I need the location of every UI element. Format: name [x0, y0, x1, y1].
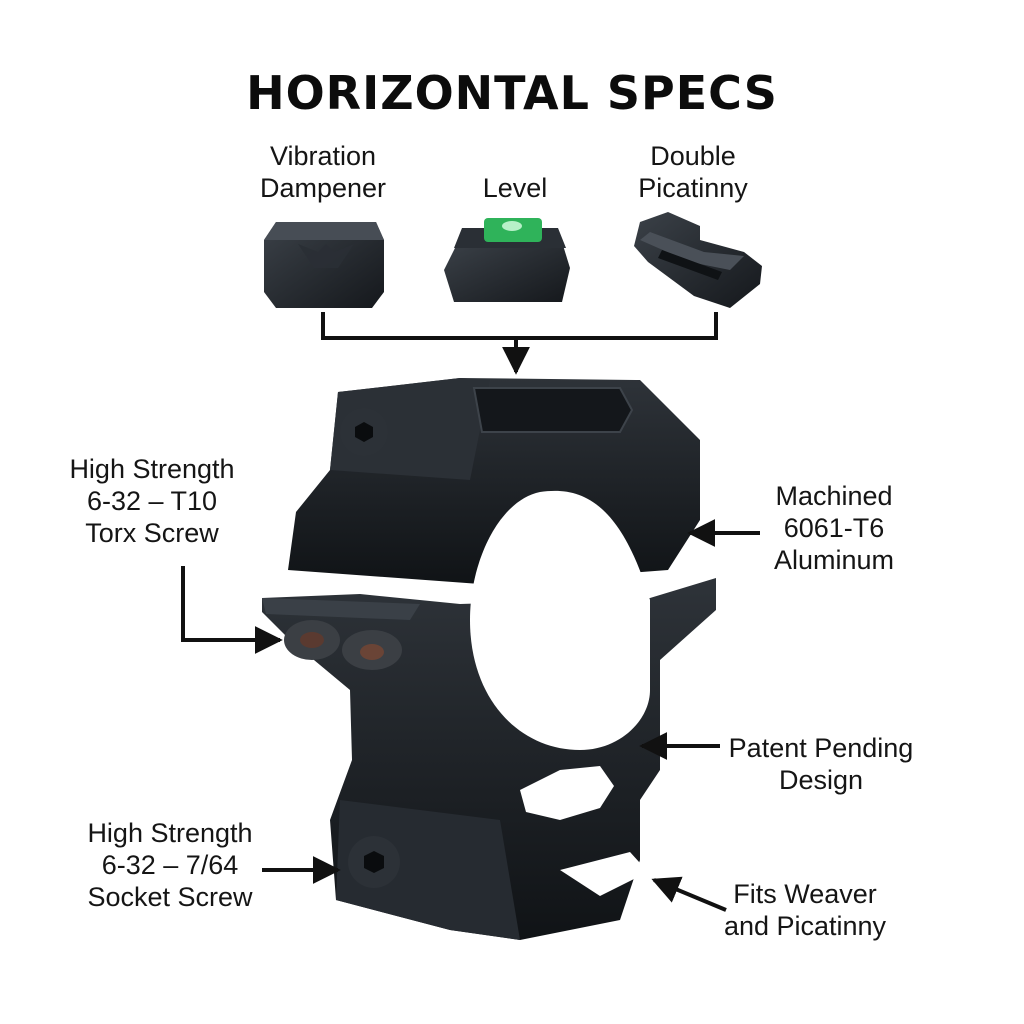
- weaver-arrow: [651, 876, 727, 912]
- torx-arrow: [181, 566, 283, 654]
- page-title: HORIZONTAL SPECS: [246, 66, 778, 120]
- double-picatinny-block: [634, 212, 762, 308]
- level-label: Level: [482, 173, 548, 203]
- top-rail-insert: [472, 387, 634, 433]
- callout-arrows: [181, 519, 760, 912]
- patent-cutout: [520, 766, 614, 820]
- vibration-dampener-block: [264, 222, 384, 308]
- bracket-connector: [321, 312, 718, 375]
- level-block: [444, 218, 570, 302]
- scope-mount: [262, 378, 716, 940]
